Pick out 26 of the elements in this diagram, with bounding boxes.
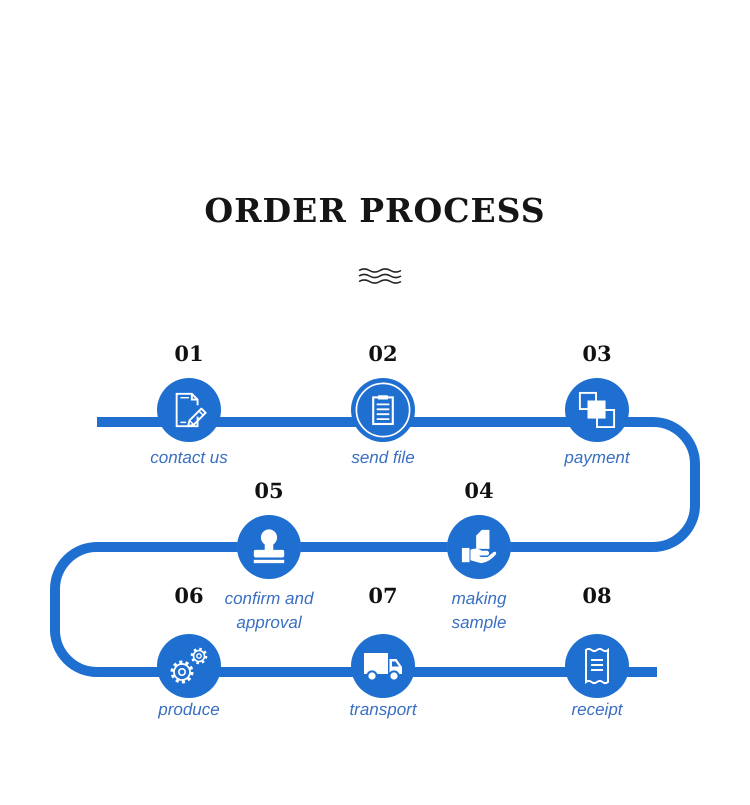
connector-line: [216, 417, 356, 427]
step-number: 07: [368, 585, 398, 607]
step-label: produce: [158, 699, 220, 721]
connector-line: [413, 667, 567, 677]
step-label: receipt: [571, 699, 623, 721]
step-label: send file: [351, 447, 415, 469]
step-number: 04: [464, 480, 494, 502]
connector-line: [627, 667, 657, 677]
step-label: contact us: [150, 447, 228, 469]
connector-line: [300, 542, 448, 552]
step-number: 01: [174, 343, 204, 365]
step-number: 03: [582, 343, 612, 365]
step-number: 08: [582, 585, 612, 607]
connector-line: [219, 667, 353, 677]
step-number: 06: [174, 585, 204, 607]
step-label: confirm and approval: [224, 588, 315, 634]
connector-line: [410, 417, 570, 427]
step-number: 02: [368, 343, 398, 365]
connector-line: [50, 542, 238, 677]
step-number: 05: [254, 480, 284, 502]
step-label: transport: [349, 699, 417, 721]
step-label: payment: [564, 447, 630, 469]
connector-line: [97, 417, 162, 427]
connector-line: [510, 417, 700, 552]
title: ORDER PROCESS: [204, 191, 546, 231]
step-label: making sample: [450, 588, 508, 634]
